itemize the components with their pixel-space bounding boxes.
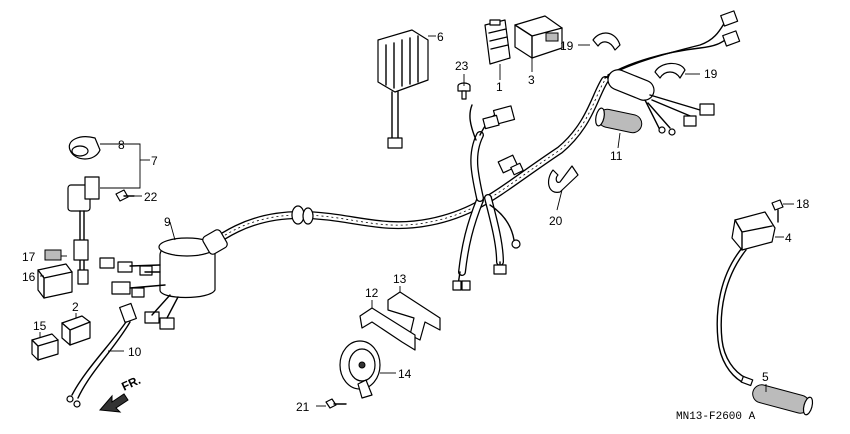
callout-1: 1 [496, 80, 503, 94]
callout-14: 14 [398, 367, 412, 381]
horn-14 [339, 340, 381, 399]
callout-17: 17 [22, 250, 36, 264]
diagram-code: MN13-F2600 A [676, 411, 756, 423]
switch-4 [731, 211, 776, 251]
callout-20: 20 [549, 214, 563, 228]
main-wire-harness [181, 10, 741, 291]
component-7 [67, 176, 100, 285]
bolt-23 [457, 82, 471, 100]
bracket-12 [359, 307, 416, 351]
callout-12: 12 [365, 286, 379, 300]
box-16 [37, 263, 73, 299]
bracket-13 [387, 291, 441, 341]
band-19-upper [592, 32, 621, 51]
callout-9: 9 [164, 215, 171, 229]
tube-11 [595, 107, 643, 134]
unit-3 [514, 15, 563, 59]
callout-3: 3 [528, 73, 535, 87]
relay-15 [31, 333, 59, 361]
callout-21: 21 [296, 400, 310, 414]
callout-19-right: 19 [704, 67, 718, 81]
callout-13: 13 [393, 272, 407, 286]
callout-18: 18 [796, 197, 810, 211]
band-20 [547, 165, 579, 193]
callout-4: 4 [785, 231, 792, 245]
callout-19-upper: 19 [560, 39, 574, 53]
connector-17 [44, 249, 62, 261]
callout-16: 16 [22, 270, 36, 284]
leader-lines [39, 35, 794, 407]
callout-6: 6 [437, 30, 444, 44]
callout-22: 22 [144, 190, 158, 204]
bolt-18 [771, 199, 784, 223]
relay-2 [61, 315, 91, 346]
front-direction-label: FR. [119, 373, 142, 394]
band-19-right [654, 62, 686, 79]
clamp-8 [68, 136, 101, 160]
harness-junction-9 [99, 229, 228, 330]
callout-numbers: 1 2 3 4 5 6 7 8 9 10 11 12 13 14 15 16 1… [22, 30, 810, 414]
callout-15: 15 [33, 319, 47, 333]
bolt-21 [325, 398, 347, 409]
callout-8: 8 [118, 138, 125, 152]
callout-11: 11 [610, 149, 623, 163]
callout-7: 7 [151, 154, 158, 168]
sub-harness-10 [66, 302, 137, 408]
connector-1 [484, 19, 511, 65]
callout-10: 10 [128, 345, 142, 359]
front-direction-arrow [98, 393, 129, 413]
callout-2: 2 [72, 300, 79, 314]
callout-5: 5 [762, 370, 769, 384]
screw-22 [115, 189, 135, 202]
cable-5 [716, 247, 814, 416]
regulator-6 [377, 29, 429, 149]
callout-23: 23 [455, 59, 469, 73]
